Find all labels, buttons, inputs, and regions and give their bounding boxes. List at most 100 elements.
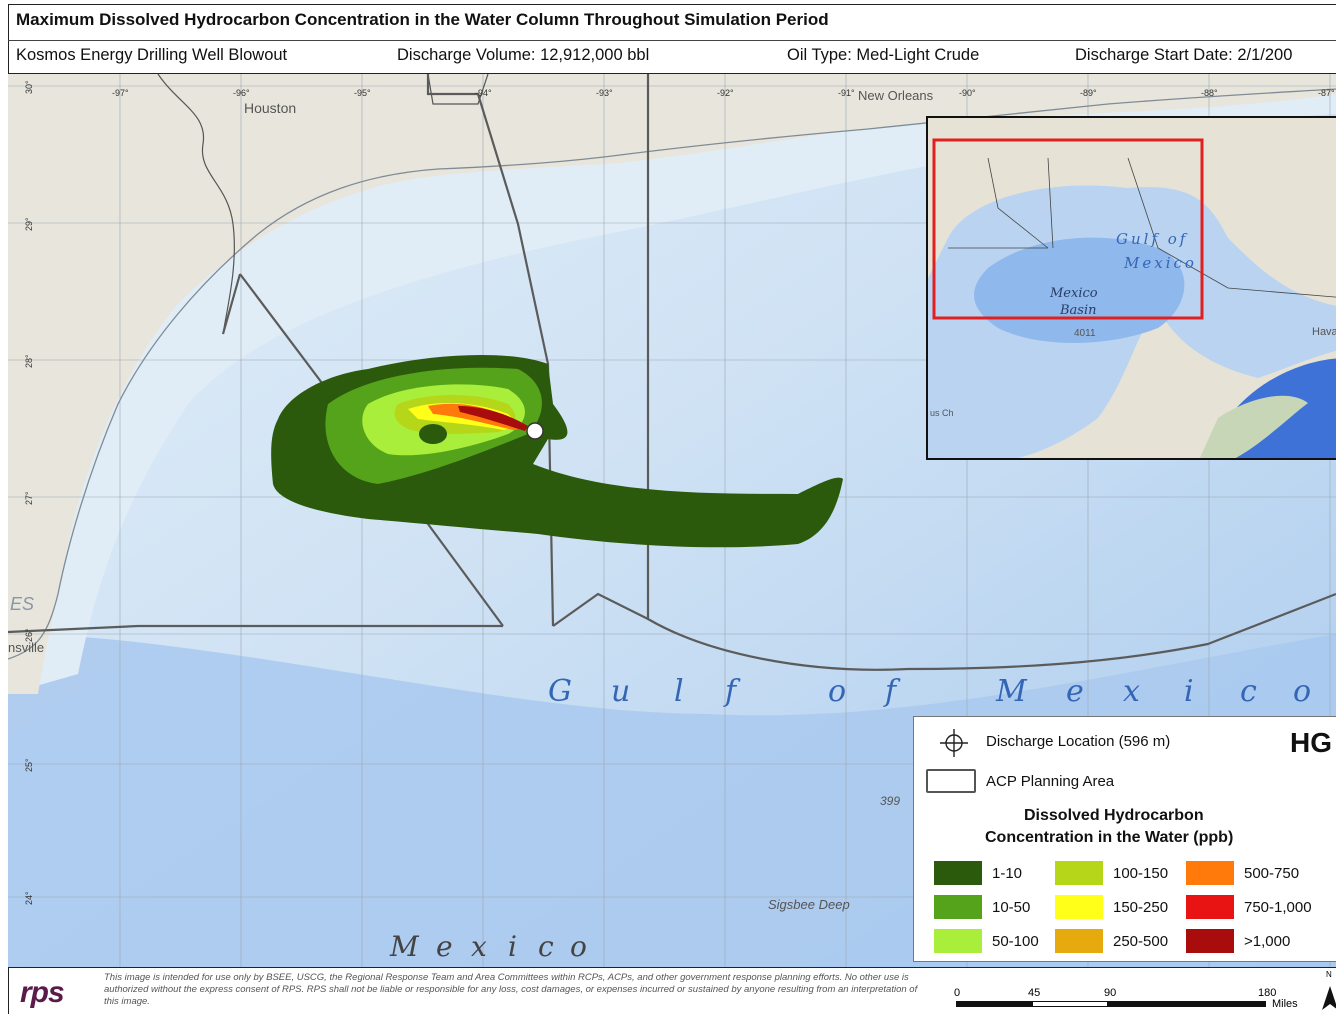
scenario-name: Kosmos Energy Drilling Well Blowout [16, 46, 288, 64]
legend-swatch [934, 895, 982, 919]
legend-class-label: 150-250 [1113, 899, 1169, 916]
gulf-label-letter: c [1240, 674, 1257, 709]
lon-tick: -88° [1201, 88, 1218, 98]
river-border-2 [427, 74, 489, 105]
lon-tick: -91° [838, 88, 855, 98]
scale-label: 45 [1028, 987, 1041, 999]
scale-unit: Miles [1272, 998, 1298, 1010]
mexico-label-letter: e [436, 930, 453, 963]
legend-swatch [1055, 861, 1103, 885]
inset-label-gulf: Gulf of [1116, 230, 1189, 248]
lon-tick: -94° [475, 88, 492, 98]
legend-class-label: 100-150 [1113, 865, 1169, 882]
lat-tick: 29° [24, 217, 34, 231]
lat-tick: 30° [24, 80, 34, 94]
label-depth: 399 [880, 794, 901, 808]
legend-acp: ACP Planning Area [986, 773, 1115, 790]
lon-tick: -96° [233, 88, 250, 98]
gulf-label-letter: f [725, 674, 737, 709]
legend-class-label: 50-100 [992, 933, 1039, 950]
lon-tick: -90° [959, 88, 976, 98]
north-label: N [1326, 970, 1332, 979]
scale-label: 180 [1258, 987, 1277, 999]
scale-label: 0 [954, 987, 961, 999]
legend-heading-2: Concentration in the Water (ppb) [985, 829, 1234, 846]
label-new-orleans: New Orleans [858, 88, 934, 103]
lon-tick: -89° [1080, 88, 1097, 98]
legend-swatch [1186, 895, 1234, 919]
inset-extent-box [932, 138, 1204, 320]
gulf-label-letter: x [1123, 674, 1140, 709]
disclaimer-text: This image is intended for use only by B… [104, 972, 918, 1007]
coastline [8, 88, 1336, 660]
label-houston: Houston [244, 100, 297, 116]
rps-logo: rps [20, 976, 65, 1009]
label-sigsbee-deep: Sigsbee Deep [768, 897, 850, 912]
gulf-label-letter: e [1066, 674, 1084, 709]
mexico-label-letter: x [471, 930, 487, 963]
lon-tick: -92° [717, 88, 734, 98]
legend-swatch [934, 929, 982, 953]
legend-swatch [1186, 929, 1234, 953]
legend-class-label: 250-500 [1113, 933, 1169, 950]
legend-swatch [1186, 861, 1234, 885]
scale-bar [956, 1001, 1266, 1007]
acp-area-icon [926, 769, 976, 793]
gulf-label-letter: i [1184, 674, 1194, 709]
lat-tick: 24° [24, 891, 34, 905]
legend-class-label: 500-750 [1244, 865, 1300, 882]
lon-tick: -93° [596, 88, 613, 98]
gulf-label-letter: l [674, 674, 684, 709]
mexico-label-letter: i [508, 930, 517, 963]
legend-discharge: Discharge Location (596 m) [986, 733, 1171, 750]
inset-caribbean-land [1199, 395, 1308, 458]
legend-corner-label: HG [1290, 727, 1332, 758]
inset-label-corpus: us Ch [930, 408, 954, 418]
dissolved-hydrocarbon-plume [271, 354, 844, 548]
inset-canvas [928, 118, 1336, 458]
legend-panel: Discharge Location (596 m) ACP Planning … [913, 716, 1336, 962]
gulf-label-letter: o [828, 674, 847, 709]
label-texas-partial: ES [10, 594, 35, 614]
legend-swatch [1055, 895, 1103, 919]
inset-map[interactable]: Gulf of Mexico Mexico Basin 4011 Hava us… [926, 116, 1336, 460]
lat-tick: 27° [24, 491, 34, 505]
header-divider [8, 40, 1336, 41]
legend-swatch [934, 861, 982, 885]
lon-tick: -97° [112, 88, 129, 98]
inset-label-havana: Hava [1312, 326, 1336, 338]
legend-class-label: >1,000 [1244, 933, 1291, 950]
gulf-label-letter: u [611, 674, 631, 709]
page-title: Maximum Dissolved Hydrocarbon Concentrat… [16, 10, 829, 29]
inset-label-basin2: Basin [1060, 303, 1097, 318]
legend-swatch [1055, 929, 1103, 953]
river-border [157, 74, 235, 335]
crosshair-icon [938, 727, 970, 759]
discharge-volume: Discharge Volume: 12,912,000 bbl [397, 46, 650, 64]
mexico-label-letter: c [538, 930, 554, 963]
inset-label-depth: 4011 [1074, 328, 1096, 339]
inset-label-mexico: Mexico [1124, 254, 1197, 272]
discharge-start-date: Discharge Start Date: 2/1/200 [1075, 46, 1293, 64]
lat-tick: 28° [24, 354, 34, 368]
discharge-location-marker [526, 422, 544, 440]
north-arrow-icon [1320, 982, 1336, 1012]
legend-class-label: 750-1,000 [1244, 899, 1312, 916]
legend-class-label: 10-50 [992, 899, 1031, 916]
mexico-label-letter: M [390, 930, 419, 963]
footer: rps This image is intended for use only … [8, 967, 1336, 1015]
gulf-label-letter: f [885, 674, 897, 709]
legend-heading-1: Dissolved Hydrocarbon [1024, 807, 1204, 824]
lon-tick: -95° [354, 88, 371, 98]
label-brownsville: nsville [8, 640, 45, 655]
inset-label-basin1: Mexico [1050, 286, 1098, 301]
gulf-label-letter: o [1293, 674, 1312, 709]
gulf-label-letter: M [996, 674, 1027, 709]
lat-tick: 25° [24, 758, 34, 772]
scale-label: 90 [1104, 987, 1117, 999]
land-mass [8, 74, 1336, 694]
gulf-label-letter: G [548, 674, 572, 709]
legend-class-label: 1-10 [992, 865, 1023, 882]
continental-shelf [8, 74, 1336, 694]
oil-type: Oil Type: Med-Light Crude [787, 46, 980, 64]
